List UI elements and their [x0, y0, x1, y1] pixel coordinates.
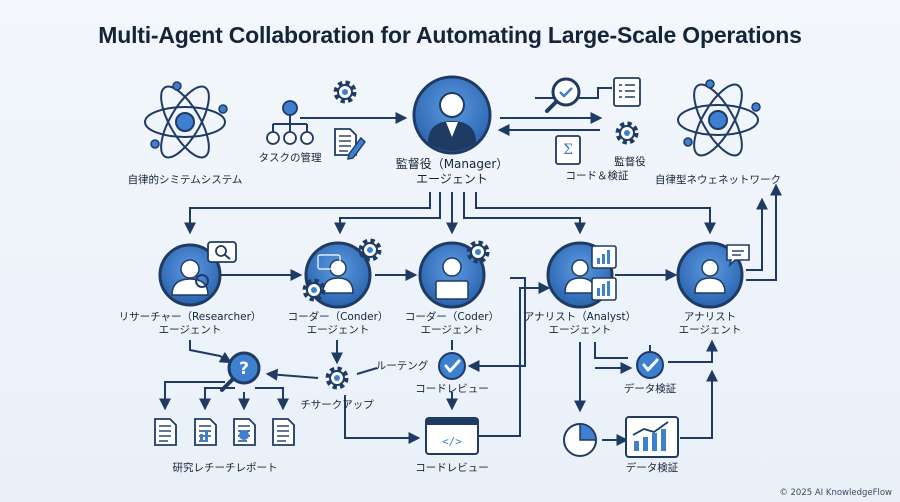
hierarchy-icon [266, 100, 314, 145]
gear-icon [618, 124, 636, 142]
analyst1-label-line2: エージェント [548, 324, 612, 336]
manager-label: 監督役（Manager） エージェント [396, 157, 509, 187]
svg-text:?: ? [239, 359, 249, 379]
analyst1-label-line1: アナリスト（Analyst） [523, 311, 637, 323]
manager-label-line1: 監督役（Manager） [395, 157, 509, 171]
routing-label: ルーテング [375, 360, 429, 372]
analyst1-label: アナリスト（Analyst） エージェント [524, 311, 636, 337]
code-review-bottom-label: コードレビュー [415, 462, 489, 474]
routing-gear-icon [328, 369, 346, 387]
analyst2-label: アナリスト エージェント [679, 311, 742, 337]
analyst2-avatar [676, 241, 744, 309]
question-magnifier-icon: ? [220, 351, 261, 392]
analyst2-label-line1: アナリスト [683, 311, 737, 323]
svg-text:</>: </> [442, 435, 462, 448]
report-pie-icon [233, 418, 256, 446]
researcher-label-line1: リサーチャー（Researcher） [118, 311, 262, 323]
code-window-icon: </> [425, 417, 479, 455]
left-network-atom-icon [144, 78, 228, 166]
right-network-label: 自律型ネウェネットワーク [655, 174, 781, 186]
manager-avatar [412, 75, 492, 155]
report-doc-icon [154, 418, 177, 446]
svg-text:Σ: Σ [563, 142, 573, 158]
left-network-label: 自律的シミテムシステム [127, 174, 243, 186]
research-report-label: 研究レチーチレポート [172, 462, 278, 474]
search-app-label: チサークアップ [300, 399, 374, 411]
connectors [159, 87, 782, 446]
task-mgmt-label: タスクの管理 [258, 152, 322, 164]
bar-chart-icon [591, 277, 617, 301]
checklist-icon [613, 77, 641, 107]
researcher-avatar [158, 243, 222, 307]
formula-doc-icon: Σ [555, 135, 581, 165]
data-verify-bottom-label: データ検証 [625, 462, 679, 474]
data-verify-mid-label: データ検証 [623, 383, 677, 395]
coder-label-line1: コーダー（Coder） [404, 311, 500, 323]
researcher-label: リサーチャー（Researcher） エージェント [119, 311, 262, 337]
manager-label-line2: エージェント [416, 172, 488, 186]
magnifier-check-icon [545, 77, 581, 113]
code-verify-label: コード＆検証 [565, 170, 629, 182]
search-chat-icon [207, 241, 237, 263]
report-chart-icon [194, 418, 217, 446]
line-chart-icon [625, 416, 679, 458]
researcher-label-line2: エージェント [158, 324, 222, 336]
gear-icon [336, 83, 354, 101]
supervisor-label: 監督役 [614, 156, 646, 168]
code-review-check-icon [437, 351, 467, 381]
chat-bubble-icon [726, 244, 750, 268]
coder-label: コーダー（Coder） エージェント [405, 311, 499, 337]
data-verify-check-icon [635, 350, 665, 380]
document-edit-icon [334, 128, 366, 160]
report-doc-icon [272, 418, 295, 446]
conder-label: コーダー（Conder） エージェント [288, 311, 389, 337]
bar-chart-icon [591, 245, 617, 269]
coder-avatar [418, 241, 486, 309]
right-network-atom-icon [677, 76, 761, 164]
diagram-title: Multi-Agent Collaboration for Automating… [98, 22, 802, 48]
code-review-mid-label: コードレビュー [415, 383, 489, 395]
conder-label-line1: コーダー（Conder） [287, 311, 389, 323]
pie-chart-icon [563, 423, 597, 457]
conder-label-line2: エージェント [306, 324, 370, 336]
coder-label-line2: エージェント [420, 324, 484, 336]
copyright: © 2025 AI KnowledgeFlow [779, 488, 892, 498]
analyst2-label-line2: エージェント [678, 324, 742, 336]
